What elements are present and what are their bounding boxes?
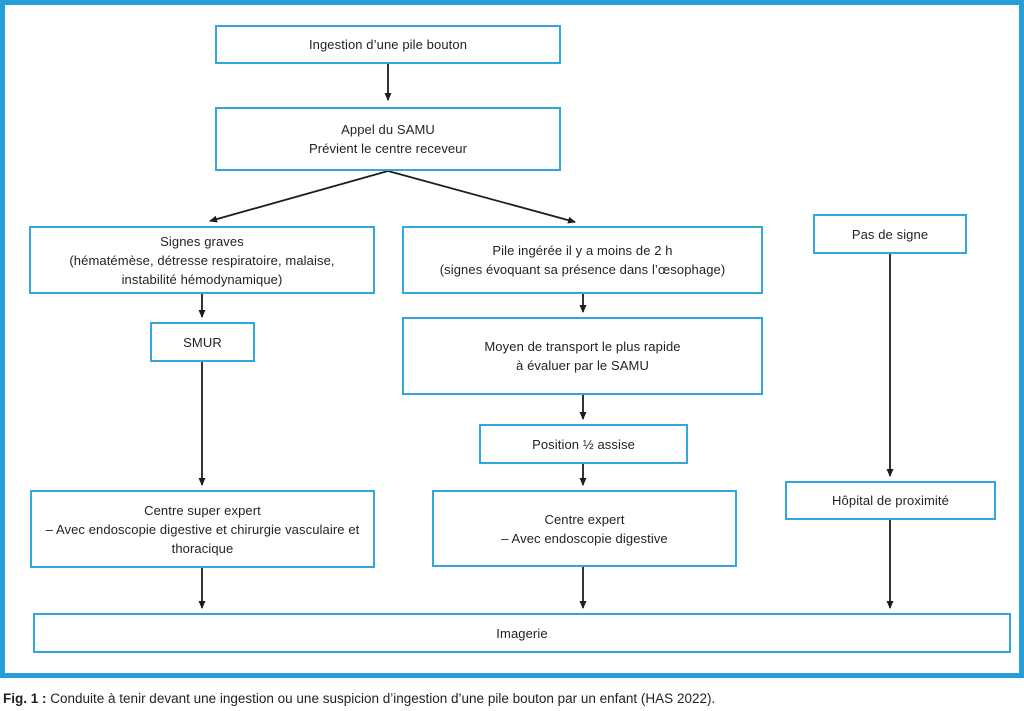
- figure-caption-label: Fig. 1 :: [3, 691, 47, 706]
- node-pas-de-signe: Pas de signe: [813, 214, 967, 254]
- figure-caption-text: Conduite à tenir devant une ingestion ou…: [46, 691, 716, 706]
- node-imagerie: Imagerie: [33, 613, 1011, 653]
- node-centre-expert: Centre expert – Avec endoscopie digestiv…: [432, 490, 737, 567]
- node-ingestion: Ingestion d’une pile bouton: [215, 25, 561, 64]
- node-pile-ingeree: Pile ingérée il y a moins de 2 h (signes…: [402, 226, 763, 294]
- node-appel-samu: Appel du SAMU Prévient le centre receveu…: [215, 107, 561, 171]
- node-hopital-proximite: Hôpital de proximité: [785, 481, 996, 520]
- node-moyen-transport: Moyen de transport le plus rapide à éval…: [402, 317, 763, 395]
- node-smur: SMUR: [150, 322, 255, 362]
- node-position-assise: Position ½ assise: [479, 424, 688, 464]
- figure-caption: Fig. 1 : Conduite à tenir devant une ing…: [3, 690, 1013, 707]
- node-signes-graves: Signes graves (hématémèse, détresse resp…: [29, 226, 375, 294]
- node-centre-super-expert: Centre super expert – Avec endoscopie di…: [30, 490, 375, 568]
